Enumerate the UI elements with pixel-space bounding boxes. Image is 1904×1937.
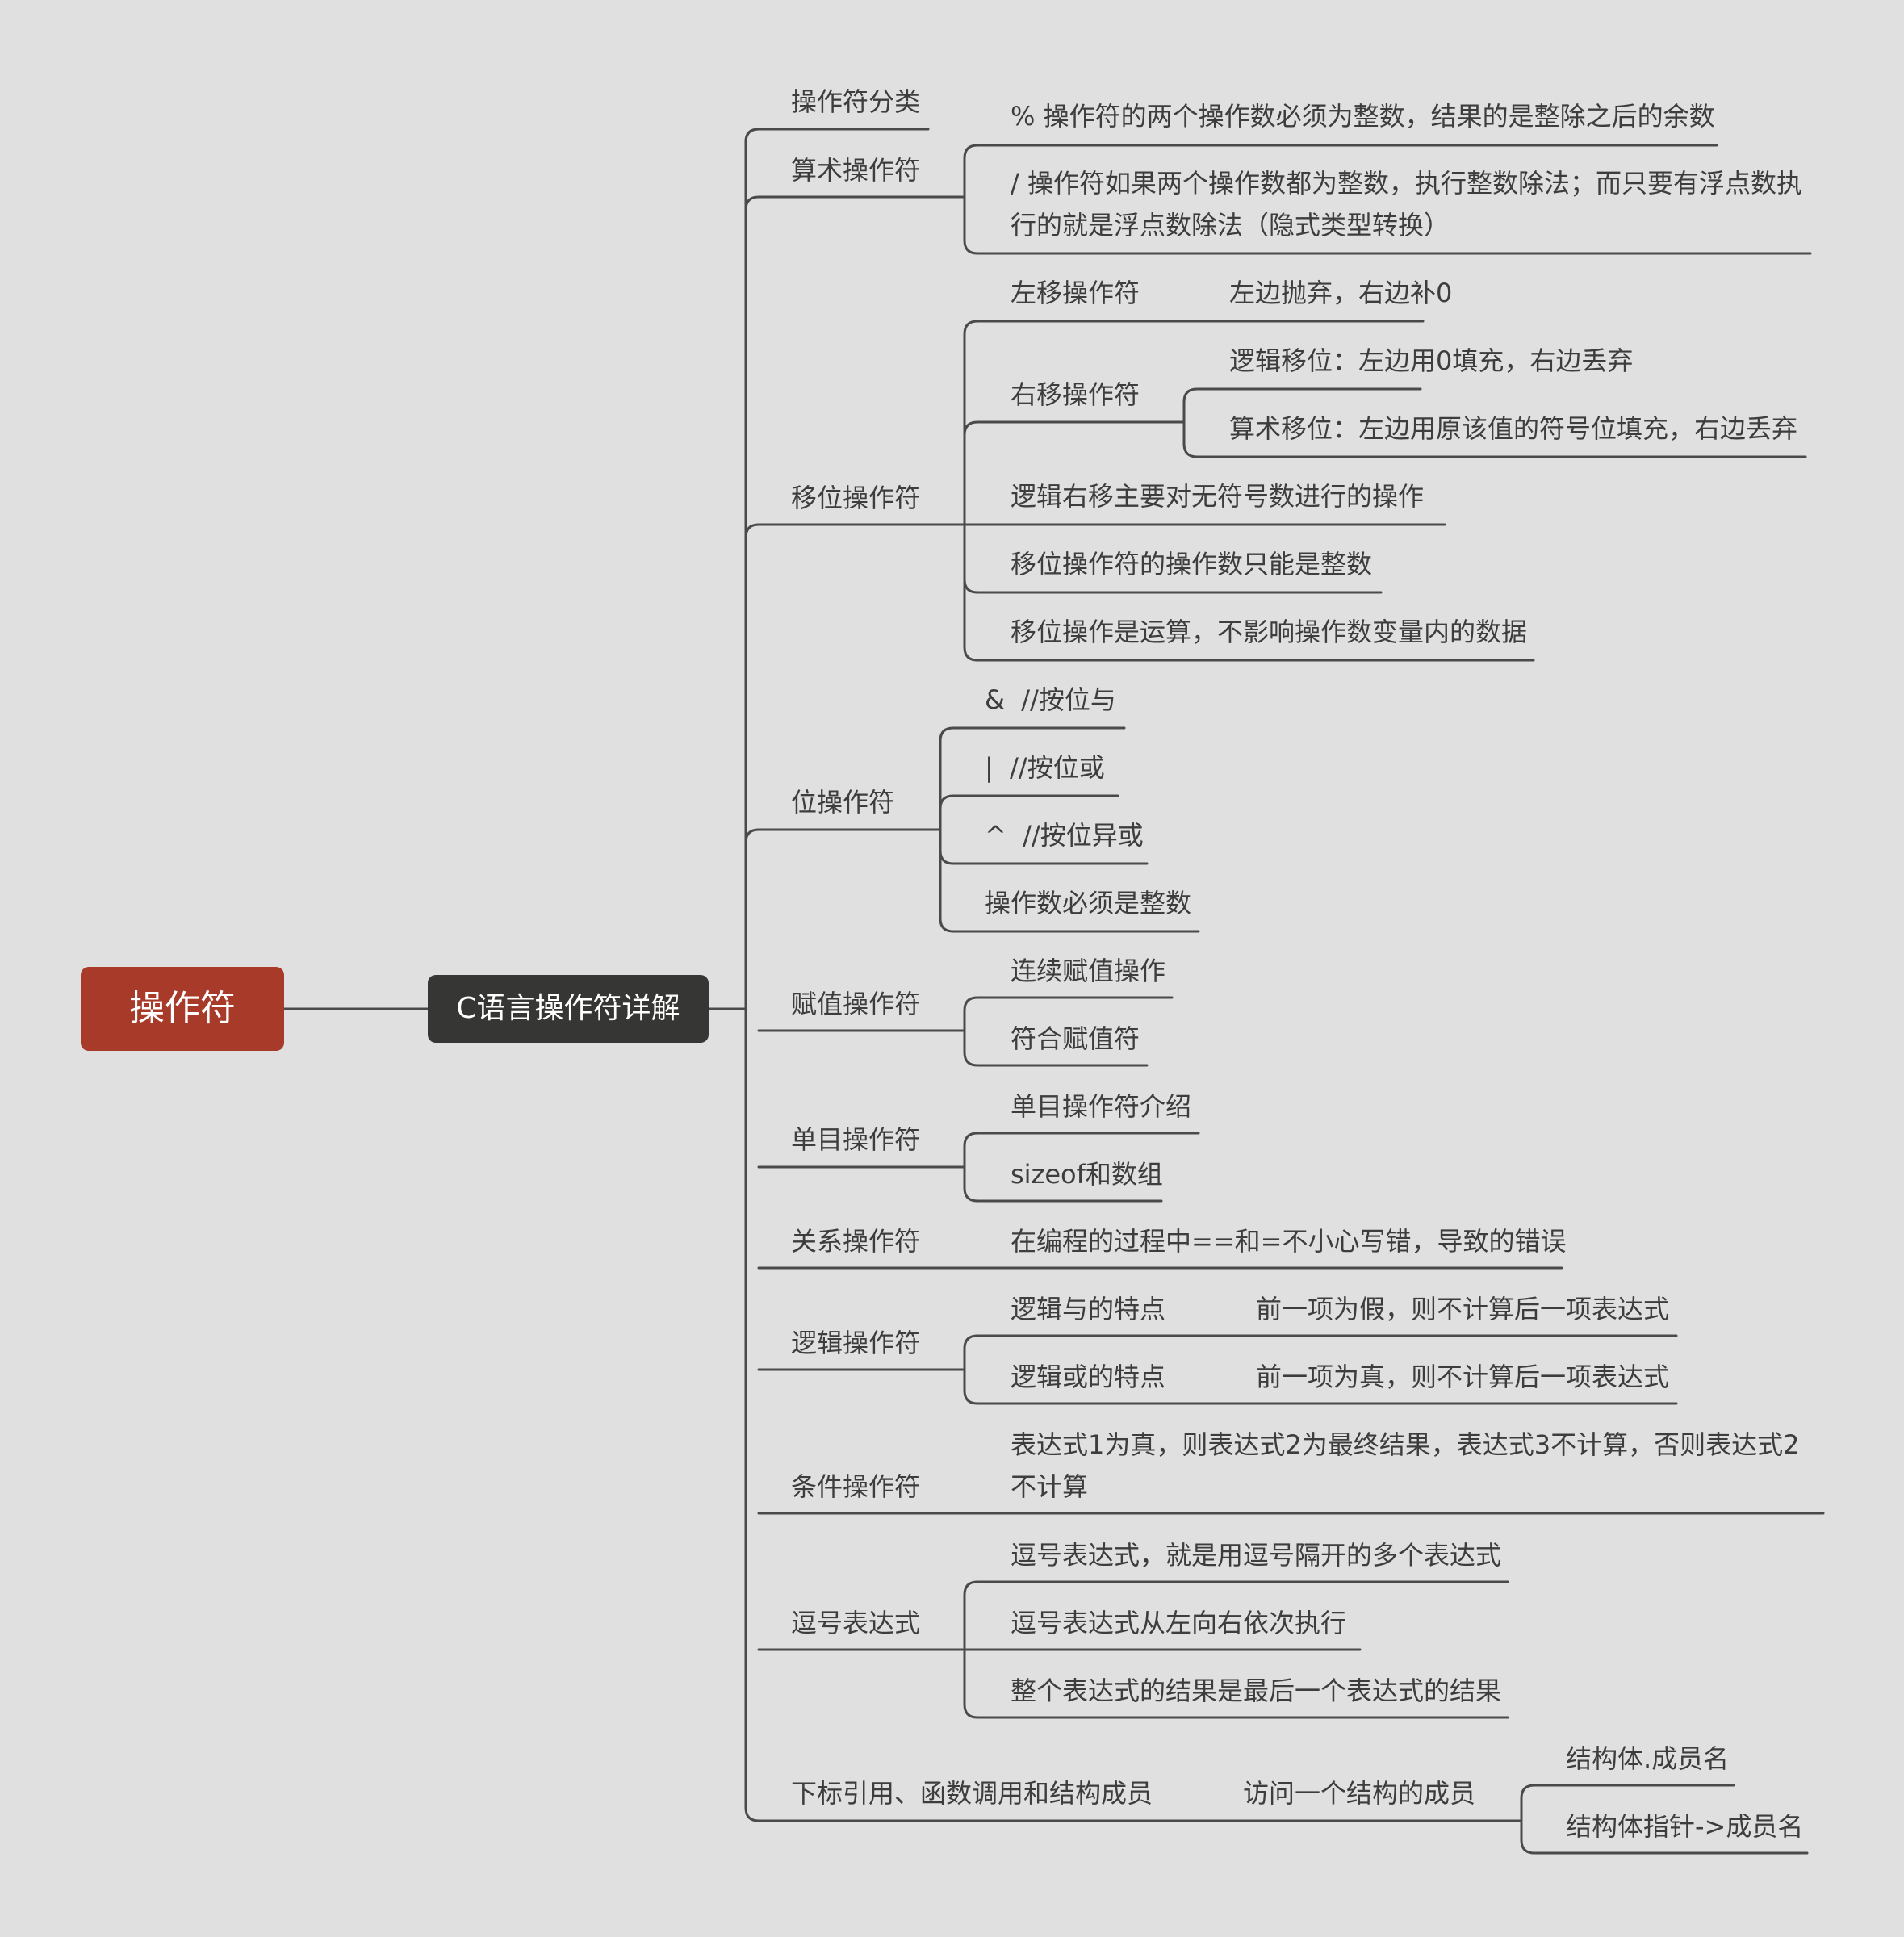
shift-left-detail[interactable]: 左边抛弃，右边补0 xyxy=(1229,278,1453,308)
unary-item[interactable]: sizeof和数组 xyxy=(1011,1159,1163,1190)
category-comma[interactable]: 逗号表达式 xyxy=(791,1608,921,1638)
connector-arithmetic xyxy=(963,144,1812,255)
connector-right-shift xyxy=(1182,387,1807,458)
connector-struct xyxy=(1520,1784,1809,1855)
category-logical[interactable]: 逻辑操作符 xyxy=(791,1328,921,1358)
assignment-item[interactable]: 符合赋值符 xyxy=(1011,1023,1140,1054)
connector-assignment xyxy=(963,996,1174,1067)
category-classification[interactable]: 操作符分类 xyxy=(791,86,921,117)
arithmetic-item[interactable]: / 操作符如果两个操作数都为整数，执行整数除法；而只要有浮点数执行的就是浮点数除… xyxy=(1011,168,1802,241)
logical-and-node[interactable]: 逻辑与的特点 xyxy=(1011,1294,1166,1324)
comma-item[interactable]: 整个表达式的结果是最后一个表达式的结果 xyxy=(1011,1676,1502,1706)
comma-item[interactable]: 逗号表达式，就是用逗号隔开的多个表达式 xyxy=(1011,1540,1502,1571)
category-unary[interactable]: 单目操作符 xyxy=(791,1124,921,1155)
logical-or-node[interactable]: 逻辑或的特点 xyxy=(1011,1362,1166,1392)
category-conditional[interactable]: 条件操作符 xyxy=(791,1471,921,1502)
struct-member-item[interactable]: 结构体指针->成员名 xyxy=(1566,1811,1804,1842)
connector-unary xyxy=(963,1132,1200,1203)
bitwise-item[interactable]: & //按位与 xyxy=(985,684,1116,715)
category-subscript[interactable]: 下标引用、函数调用和结构成员 xyxy=(791,1778,1153,1809)
branch-arithmetic xyxy=(744,195,966,211)
connector-shift xyxy=(963,320,1535,662)
unary-item[interactable]: 单目操作符介绍 xyxy=(1011,1091,1192,1122)
shift-item[interactable]: 移位操作是运算，不影响操作数变量内的数据 xyxy=(1011,617,1528,647)
connector-bitwise xyxy=(939,726,1200,933)
connector-comma xyxy=(963,1580,1509,1719)
shift-left-node[interactable]: 左移操作符 xyxy=(1011,278,1140,308)
shift-item[interactable]: 移位操作符的操作数只能是整数 xyxy=(1011,549,1373,579)
bitwise-item[interactable]: | //按位或 xyxy=(985,752,1105,783)
category-bitwise[interactable]: 位操作符 xyxy=(791,787,895,818)
bitwise-item[interactable]: ^ //按位异或 xyxy=(985,820,1144,851)
arithmetic-item[interactable]: % 操作符的两个操作数必须为整数，结果的是整除之后的余数 xyxy=(1011,101,1715,132)
struct-member-node[interactable]: 访问一个结构的成员 xyxy=(1243,1778,1476,1809)
root-node[interactable]: 操作符 xyxy=(81,967,284,1051)
comma-item[interactable]: 逗号表达式从左向右依次执行 xyxy=(1011,1608,1347,1638)
connector-logical xyxy=(963,1334,1678,1405)
connector-trunk xyxy=(744,128,760,1822)
category-relational[interactable]: 关系操作符 xyxy=(791,1226,921,1257)
category-assignment[interactable]: 赋值操作符 xyxy=(791,989,921,1019)
relational-item[interactable]: 在编程的过程中==和=不小心写错，导致的错误 xyxy=(1011,1226,1567,1257)
bitwise-item[interactable]: 操作数必须是整数 xyxy=(985,888,1192,918)
category-arithmetic[interactable]: 算术操作符 xyxy=(791,155,921,186)
logical-or-detail[interactable]: 前一项为真，则不计算后一项表达式 xyxy=(1256,1362,1670,1392)
struct-member-item[interactable]: 结构体.成员名 xyxy=(1566,1743,1730,1774)
shift-item[interactable]: 逻辑右移主要对无符号数进行的操作 xyxy=(1011,481,1425,512)
shift-right-detail[interactable]: 逻辑移位：左边用0填充，右边丢弃 xyxy=(1229,345,1634,376)
branch-classification xyxy=(744,128,930,144)
category-shift[interactable]: 移位操作符 xyxy=(791,483,921,513)
assignment-item[interactable]: 连续赋值操作 xyxy=(1011,956,1166,986)
main-topic-node[interactable]: C语言操作符详解 xyxy=(428,975,709,1043)
branch-shift xyxy=(744,523,966,539)
logical-and-detail[interactable]: 前一项为假，则不计算后一项表达式 xyxy=(1256,1294,1670,1324)
branch-bitwise xyxy=(744,828,942,844)
shift-right-detail[interactable]: 算术移位：左边用原该值的符号位填充，右边丢弃 xyxy=(1229,413,1798,444)
shift-right-node[interactable]: 右移操作符 xyxy=(1011,379,1140,410)
conditional-item[interactable]: 表达式1为真，则表达式2为最终结果，表达式3不计算，否则表达式2不计算 xyxy=(1011,1429,1800,1502)
